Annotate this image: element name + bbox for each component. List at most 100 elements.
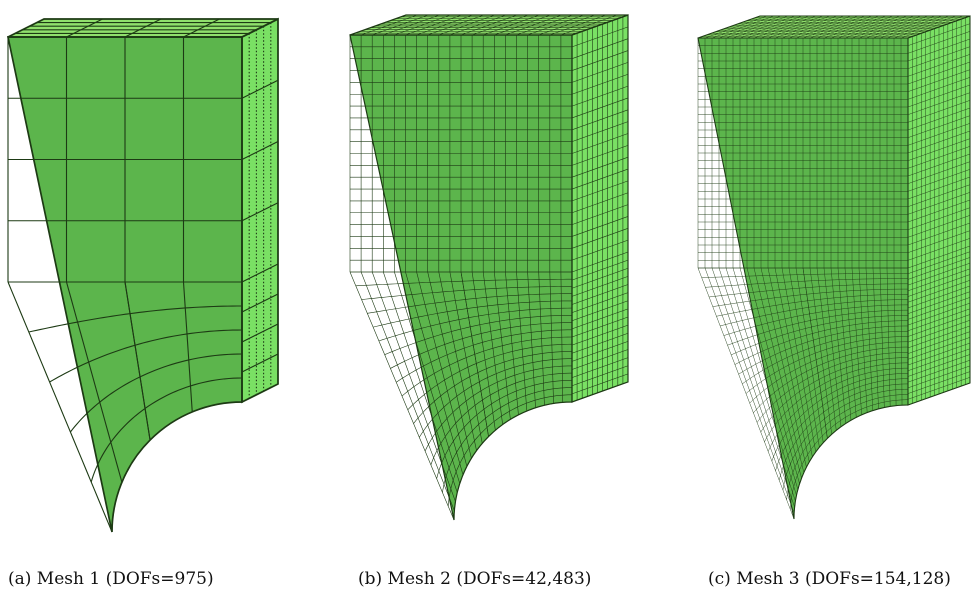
mesh-line (571, 38, 629, 59)
mesh-line (7, 281, 113, 533)
mesh-line (767, 392, 821, 452)
mesh-line (241, 293, 279, 313)
mesh-line (468, 307, 573, 319)
mesh-line (756, 372, 819, 423)
mesh-line (384, 326, 471, 355)
mesh-line (449, 14, 507, 36)
mesh-line (571, 85, 629, 107)
mesh-line (494, 14, 551, 36)
mesh-line (129, 305, 243, 315)
mesh-line (465, 293, 573, 300)
mesh-line (571, 357, 629, 378)
mesh-line (486, 394, 573, 428)
mesh-line (571, 341, 629, 362)
mesh-line (372, 14, 429, 36)
mesh-line (749, 359, 817, 404)
caption-mesh-3: (c) Mesh 3 (DOFs=154,128) (708, 569, 951, 589)
mesh-line (571, 121, 629, 142)
mesh-line (571, 324, 629, 346)
mesh-line (447, 427, 488, 507)
front-face (698, 38, 908, 519)
mesh-line (571, 62, 629, 83)
mesh-line (701, 274, 804, 278)
mesh-line (416, 14, 473, 36)
mesh-line (779, 412, 824, 481)
top-outline (349, 14, 629, 36)
mesh-line (812, 320, 909, 334)
caption-mesh-2: (b) Mesh 2 (DOFs=42,483) (358, 569, 592, 589)
mesh-line (723, 313, 810, 336)
top-outline (7, 18, 279, 38)
mesh-line (560, 14, 618, 36)
mesh-line (786, 425, 826, 500)
mesh-line (775, 405, 823, 471)
mesh-line (817, 352, 909, 374)
mesh-line (571, 251, 629, 273)
mesh-line (571, 73, 629, 95)
mesh-line (821, 373, 909, 400)
mesh-line (383, 14, 440, 36)
mesh-line (390, 335, 472, 369)
mesh-line (373, 308, 468, 328)
mesh-line (65, 281, 123, 483)
mesh-line (705, 280, 805, 288)
mesh-line (731, 326, 812, 356)
mesh-line (424, 390, 482, 452)
top-outline (697, 15, 971, 39)
mesh-line (760, 379, 820, 433)
mesh-line (407, 363, 477, 410)
mesh-line (813, 325, 909, 341)
mesh-line (241, 323, 279, 343)
mesh-line (819, 362, 909, 387)
mesh-line (571, 373, 629, 395)
mesh-line (413, 372, 478, 424)
mesh-line (810, 309, 909, 321)
mesh-line (804, 278, 908, 282)
mesh-line (571, 216, 629, 237)
mesh-2-panel (349, 14, 629, 521)
outline (349, 14, 629, 521)
mesh-line (436, 408, 485, 479)
mesh-line (476, 343, 573, 364)
caption-mesh-1: (a) Mesh 1 (DOFs=975) (8, 569, 214, 589)
mesh-line (470, 315, 573, 328)
mesh-line (571, 192, 629, 214)
mesh-1-panel (6, 17, 279, 533)
mesh-line (241, 141, 279, 160)
mesh-line (182, 281, 193, 412)
mesh-line (571, 276, 629, 297)
mesh-line (571, 300, 629, 322)
mesh-line (771, 398, 822, 462)
outline (697, 15, 971, 520)
mesh-line (124, 18, 162, 38)
outline (6, 17, 279, 533)
mesh-line (712, 293, 807, 307)
side-face (572, 15, 628, 402)
mesh-line (183, 18, 220, 38)
mesh-line (571, 239, 629, 261)
mesh-line (745, 352, 816, 394)
mesh-line (124, 281, 151, 441)
mesh-line (803, 273, 908, 275)
mesh-line (241, 79, 279, 99)
mesh-line (818, 357, 909, 380)
front-outline (697, 37, 909, 520)
mesh-line (806, 288, 909, 295)
mesh-line (815, 336, 909, 354)
mesh-line (471, 14, 529, 36)
mesh-line (549, 14, 606, 36)
mesh-line (571, 228, 629, 249)
mesh-line (527, 14, 584, 36)
mesh-line (709, 287, 806, 298)
mesh-line (473, 329, 573, 346)
mesh-line (808, 299, 909, 308)
mesh-line (69, 376, 141, 433)
mesh-line (241, 202, 279, 222)
mesh-line (571, 50, 629, 71)
mesh-line (505, 14, 562, 36)
mesh-line (571, 267, 629, 289)
mesh-line (479, 358, 573, 382)
mesh-line (401, 353, 475, 397)
mesh-line (742, 346, 815, 385)
